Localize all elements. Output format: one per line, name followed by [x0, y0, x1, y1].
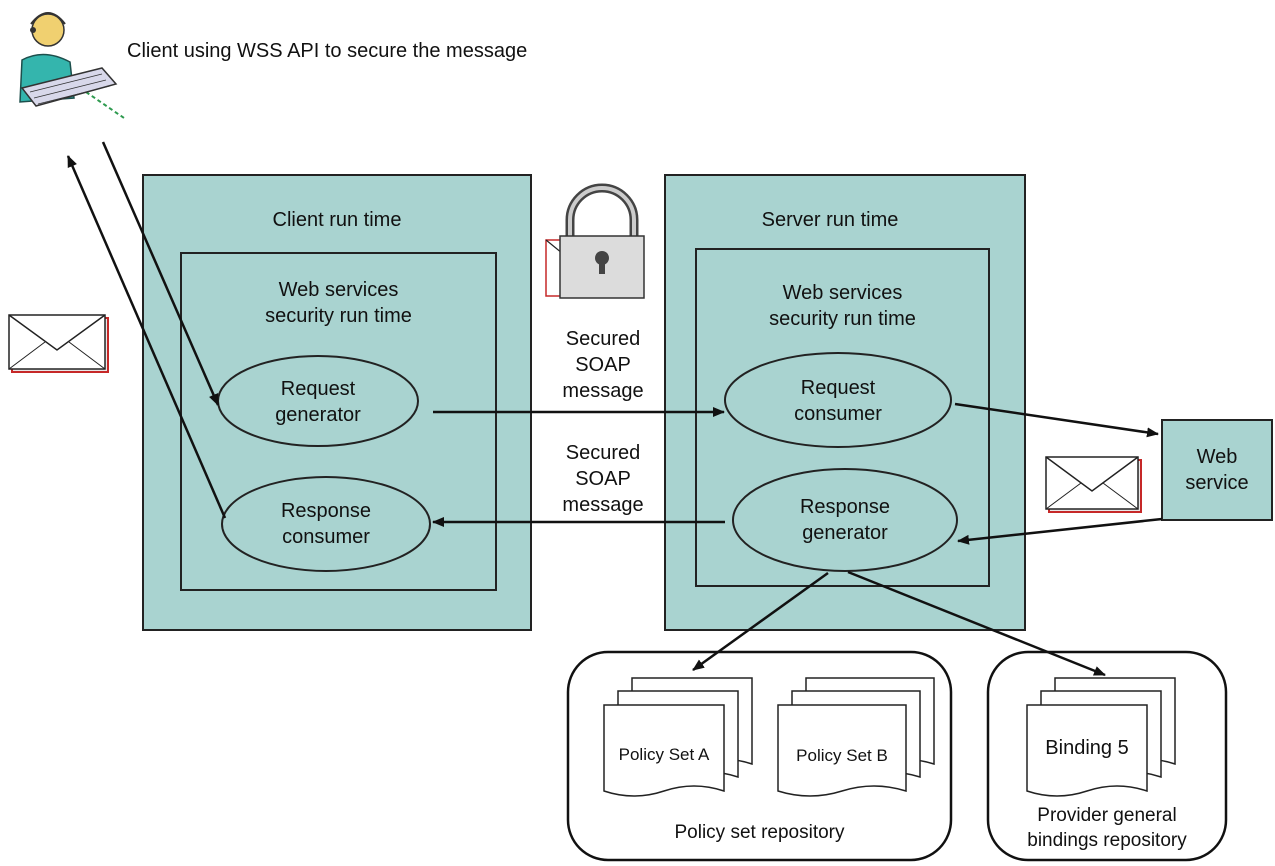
policy-set-a-label: Policy Set A — [618, 745, 710, 764]
response-consumer-label: Response consumer — [222, 498, 430, 550]
client-security-title-line2: security run time — [265, 305, 412, 327]
request-message-line3: message — [562, 380, 644, 402]
request-consumer-line2: consumer — [794, 403, 882, 425]
web-service-line1: Web — [1196, 446, 1238, 468]
bindings-repository-line2: bindings repository — [1027, 830, 1187, 851]
response-consumer-node — [221, 476, 431, 572]
web-service-line2: service — [1185, 472, 1249, 494]
request-consumer-line1: Request — [800, 377, 876, 399]
request-message-label: Secured SOAP message — [548, 326, 658, 404]
server-runtime-title: Server run time — [761, 209, 899, 231]
request-generator-line2: generator — [275, 404, 361, 426]
server-security-title: Web services security run time — [696, 280, 989, 332]
envelope-icon — [1045, 456, 1142, 513]
response-message-line2: SOAP — [575, 468, 631, 490]
user-at-keyboard-icon — [19, 12, 125, 119]
bindings-repository-line1: Provider general — [1037, 805, 1177, 826]
arrow-generator-to-bindings-repository — [847, 570, 1106, 677]
request-message-line2: SOAP — [575, 354, 631, 376]
bindings-repository-label: Provider general bindings repository — [988, 803, 1226, 853]
policy-set-b-label: Policy Set B — [796, 746, 888, 765]
request-message-line1: Secured — [565, 328, 641, 350]
client-security-title-line1: Web services — [278, 279, 399, 301]
binding-5-doc-stack — [1026, 677, 1176, 797]
arrow-web-service-to-response-generator — [957, 517, 1163, 545]
policy-set-b-doc-stack — [777, 677, 935, 797]
response-consumer-line1: Response — [280, 500, 372, 522]
server-security-title-line1: Web services — [782, 282, 903, 304]
response-message-label: Secured SOAP message — [548, 440, 658, 518]
response-message-line1: Secured — [565, 442, 641, 464]
response-generator-label: Response generator — [733, 494, 957, 546]
response-consumer-line2: consumer — [282, 526, 370, 548]
envelope-icon — [8, 314, 109, 373]
caption: Client using WSS API to secure the messa… — [127, 40, 528, 62]
policy-set-a-doc-stack — [603, 677, 753, 797]
response-generator-line1: Response — [799, 496, 891, 518]
request-generator-label: Request generator — [218, 376, 418, 428]
arrow-client-to-request-generator — [101, 141, 220, 406]
policy-repository-label: Policy set repository — [674, 822, 845, 843]
response-message-line3: message — [562, 494, 644, 516]
arrow-response-consumer-to-client — [66, 155, 227, 519]
request-generator-line1: Request — [280, 378, 356, 400]
client-security-title: Web services security run time — [181, 277, 496, 329]
binding-5-label: Binding 5 — [1045, 737, 1129, 759]
response-generator-line2: generator — [802, 522, 888, 544]
response-generator-node — [732, 468, 958, 572]
client-runtime-title: Client run time — [272, 209, 402, 231]
arrow-generator-to-policy-repository — [692, 571, 829, 672]
arrow-request-consumer-to-web-service — [954, 402, 1159, 438]
server-security-title-line2: security run time — [769, 308, 916, 330]
request-consumer-label: Request consumer — [725, 375, 951, 427]
web-service-box — [1161, 419, 1273, 521]
request-consumer-node — [724, 352, 952, 448]
web-service-label: Web service — [1162, 444, 1272, 496]
padlock-icon — [545, 183, 645, 299]
